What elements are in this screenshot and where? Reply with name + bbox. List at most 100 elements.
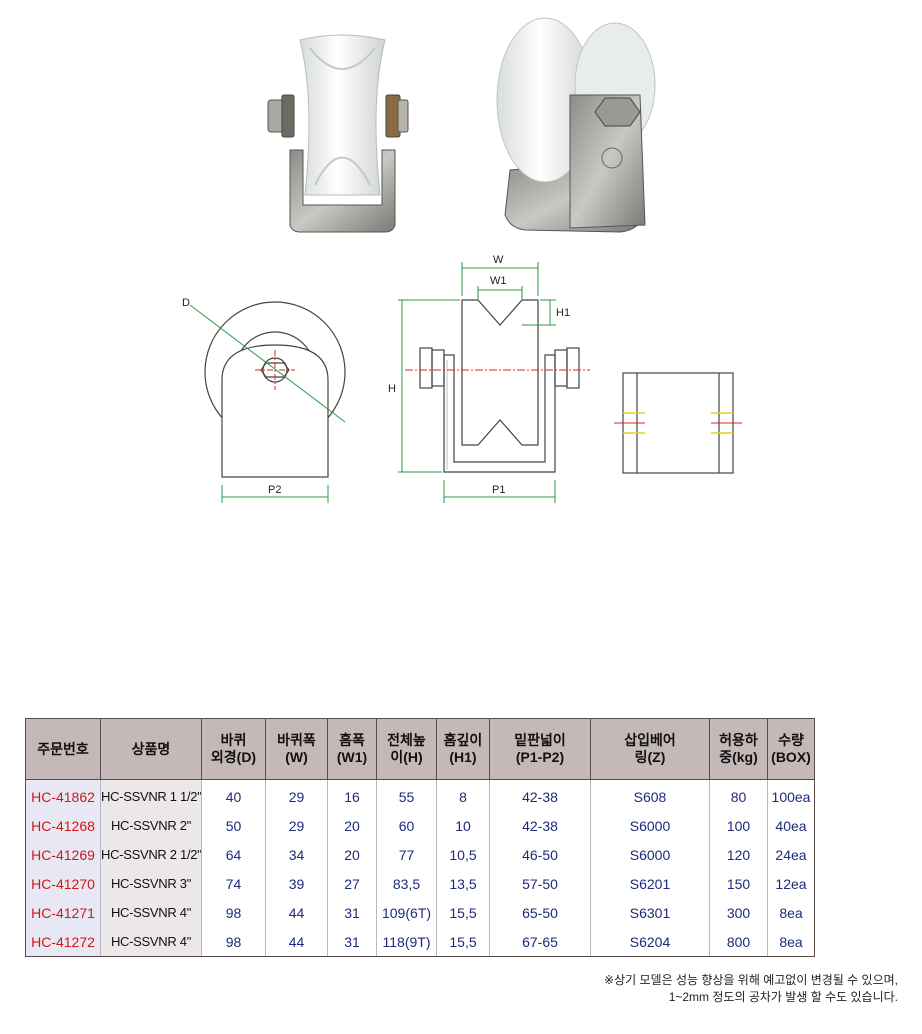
disclaimer-note: ※상기 모델은 성능 향상을 위해 예고없이 변경될 수 있으며, 1~2mm … xyxy=(604,972,898,1006)
cell-groove-width: 27 xyxy=(327,869,377,898)
disclaimer-line-2: 1~2mm 정도의 공차가 발생 할 수도 있습니다. xyxy=(668,990,898,1004)
cell-total-height: 83,5 xyxy=(376,869,437,898)
cell-total-height: 118(9T) xyxy=(376,927,437,957)
cell-product-name: HC-SSVNR 1 1/2" xyxy=(100,779,202,811)
cell-wheel-diameter: 98 xyxy=(201,898,266,927)
cell-base-width: 57-50 xyxy=(489,869,591,898)
cell-bearing: S6204 xyxy=(590,927,710,957)
cell-base-width: 67-65 xyxy=(489,927,591,957)
header-groove-depth: 홈깊이(H1) xyxy=(436,718,490,780)
photo-front-view xyxy=(267,34,409,233)
cell-bearing: S6301 xyxy=(590,898,710,927)
cell-load-capacity: 120 xyxy=(709,840,768,869)
table-row: HC-41271 HC-SSVNR 4" 98 44 31 109(6T) 15… xyxy=(25,898,815,927)
cell-groove-depth: 10 xyxy=(436,811,490,840)
header-order-number: 주문번호 xyxy=(25,718,101,780)
cell-order-number: HC-41271 xyxy=(25,898,101,927)
cell-groove-width: 31 xyxy=(327,898,377,927)
header-base-width: 밑판넓이(P1-P2) xyxy=(489,718,591,780)
table-row: HC-41862 HC-SSVNR 1 1/2" 40 29 16 55 8 4… xyxy=(25,779,815,811)
cell-base-width: 42-38 xyxy=(489,779,591,811)
table-row: HC-41268 HC-SSVNR 2" 50 29 20 60 10 42-3… xyxy=(25,811,815,840)
cell-order-number: HC-41269 xyxy=(25,840,101,869)
cell-quantity: 12ea xyxy=(767,869,815,898)
cell-quantity: 40ea xyxy=(767,811,815,840)
dim-label-p1: P1 xyxy=(492,484,505,496)
dim-label-p2: P2 xyxy=(268,484,281,496)
cell-wheel-diameter: 40 xyxy=(201,779,266,811)
cell-load-capacity: 300 xyxy=(709,898,768,927)
cell-base-width: 65-50 xyxy=(489,898,591,927)
cell-wheel-width: 29 xyxy=(265,811,328,840)
dim-label-w: W xyxy=(493,254,504,266)
cell-product-name: HC-SSVNR 3" xyxy=(100,869,202,898)
disclaimer-line-1: ※상기 모델은 성능 향상을 위해 예고없이 변경될 수 있으며, xyxy=(604,973,898,987)
cell-product-name: HC-SSVNR 2" xyxy=(100,811,202,840)
dim-label-d: D xyxy=(182,297,190,309)
cell-quantity: 8ea xyxy=(767,927,815,957)
cell-quantity: 8ea xyxy=(767,898,815,927)
cell-load-capacity: 100 xyxy=(709,811,768,840)
table-row: HC-41272 HC-SSVNR 4" 98 44 31 118(9T) 15… xyxy=(25,927,815,957)
cell-base-width: 46-50 xyxy=(489,840,591,869)
dim-label-h: H xyxy=(388,383,396,395)
cell-groove-depth: 15,5 xyxy=(436,898,490,927)
photo-angle-view xyxy=(496,17,656,233)
cell-bearing: S6000 xyxy=(590,840,710,869)
cell-total-height: 55 xyxy=(376,779,437,811)
cell-order-number: HC-41272 xyxy=(25,927,101,957)
product-photos xyxy=(267,17,656,233)
cell-wheel-diameter: 98 xyxy=(201,927,266,957)
cell-groove-depth: 15,5 xyxy=(436,927,490,957)
cell-product-name: HC-SSVNR 4" xyxy=(100,927,202,957)
cell-groove-width: 31 xyxy=(327,927,377,957)
cell-groove-width: 20 xyxy=(327,811,377,840)
cell-groove-depth: 13,5 xyxy=(436,869,490,898)
cell-groove-width: 16 xyxy=(327,779,377,811)
drawing-top-view xyxy=(614,372,742,474)
cell-load-capacity: 150 xyxy=(709,869,768,898)
header-wheel-width: 바퀴폭(W) xyxy=(265,718,328,780)
cell-wheel-width: 34 xyxy=(265,840,328,869)
dim-label-h1: H1 xyxy=(556,307,570,319)
cell-bearing: S6000 xyxy=(590,811,710,840)
cell-wheel-diameter: 64 xyxy=(201,840,266,869)
drawing-side-view xyxy=(204,301,346,478)
cell-wheel-width: 29 xyxy=(265,779,328,811)
cell-bearing: S6201 xyxy=(590,869,710,898)
dim-label-w1: W1 xyxy=(490,275,507,287)
cell-bearing: S608 xyxy=(590,779,710,811)
cell-load-capacity: 80 xyxy=(709,779,768,811)
cell-total-height: 77 xyxy=(376,840,437,869)
cell-base-width: 42-38 xyxy=(489,811,591,840)
cell-quantity: 24ea xyxy=(767,840,815,869)
cell-wheel-width: 44 xyxy=(265,898,328,927)
cell-order-number: HC-41268 xyxy=(25,811,101,840)
cell-groove-depth: 8 xyxy=(436,779,490,811)
cell-product-name: HC-SSVNR 2 1/2" xyxy=(100,840,202,869)
cell-wheel-width: 44 xyxy=(265,927,328,957)
cell-wheel-diameter: 50 xyxy=(201,811,266,840)
cell-total-height: 109(6T) xyxy=(376,898,437,927)
cell-total-height: 60 xyxy=(376,811,437,840)
cell-wheel-width: 39 xyxy=(265,869,328,898)
cell-order-number: HC-41270 xyxy=(25,869,101,898)
cell-quantity: 100ea xyxy=(767,779,815,811)
cell-groove-depth: 10,5 xyxy=(436,840,490,869)
header-groove-width: 홈폭(W1) xyxy=(327,718,377,780)
header-product-name: 상품명 xyxy=(100,718,202,780)
cell-product-name: HC-SSVNR 4" xyxy=(100,898,202,927)
table-row: HC-41269 HC-SSVNR 2 1/2" 64 34 20 77 10,… xyxy=(25,840,815,869)
cell-wheel-diameter: 74 xyxy=(201,869,266,898)
header-quantity: 수량(BOX) xyxy=(767,718,815,780)
drawing-front-view xyxy=(405,299,590,473)
cell-order-number: HC-41862 xyxy=(25,779,101,811)
cell-load-capacity: 800 xyxy=(709,927,768,957)
table-row: HC-41270 HC-SSVNR 3" 74 39 27 83,5 13,5 … xyxy=(25,869,815,898)
